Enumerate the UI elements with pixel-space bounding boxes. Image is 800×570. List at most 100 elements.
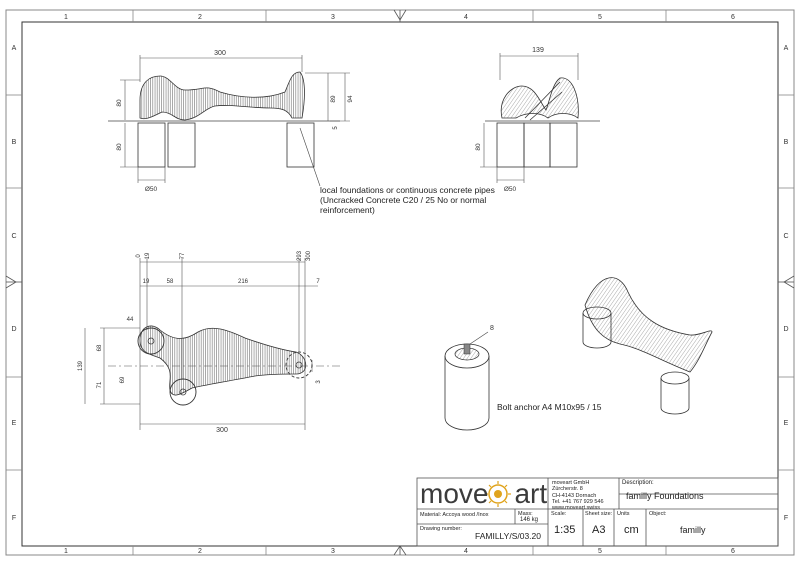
title-block-grid <box>416 477 779 547</box>
centering-marks <box>5 9 795 556</box>
col-label-5-bottom: 5 <box>598 548 602 555</box>
foundation-plan-left <box>137 327 165 355</box>
dim-plan-left-68: 68 <box>97 344 103 351</box>
bench-profile-side <box>500 77 579 119</box>
bolt-anchor-note: Bolt anchor A4 M10x95 / 15 <box>497 402 602 412</box>
scale-value: 1:35 <box>554 524 576 536</box>
col-label-3-bottom: 3 <box>331 548 335 555</box>
dim-plan-top-77: 77 <box>180 252 186 259</box>
plan-view: 0 19 77 293 300 19 58 216 7 44 68 139 71… <box>78 250 340 434</box>
units-label: Units <box>617 511 630 517</box>
col-label-6-bottom: 6 <box>731 548 735 555</box>
dim-front-right-height: 89 <box>330 95 337 103</box>
zone-ticks <box>6 10 794 555</box>
company-city: CH-4143 Dornach <box>552 492 597 499</box>
foundation-note-line-3: reinforcement) <box>320 205 375 215</box>
dim-plan-top-19: 19 <box>145 252 151 259</box>
dim-plan-left-44: 44 <box>127 317 134 323</box>
row-label-e-right: E <box>784 420 789 427</box>
row-label-d: D <box>11 326 16 333</box>
col-label-3: 3 <box>331 14 335 21</box>
dim-front-width: 300 <box>214 50 226 57</box>
row-label-f-right: F <box>784 515 788 522</box>
dim-front-left-height: 80 <box>116 99 123 107</box>
bolt-anchor-detail: 8 <box>444 325 494 431</box>
bench-profile-front <box>139 71 305 121</box>
col-label-2-bottom: 2 <box>198 548 202 555</box>
company-street: Zürcherstr. 8 <box>552 486 583 493</box>
inner-frame <box>21 21 779 547</box>
company-website: www.moveart.swiss <box>552 505 600 512</box>
row-label-b: B <box>12 139 17 146</box>
foundation-middle-front <box>167 122 196 168</box>
dim-plan-top-293: 293 <box>297 250 303 261</box>
dim-plan-seg-19: 19 <box>143 279 150 285</box>
sheet-size-value: A3 <box>592 524 606 536</box>
row-label-e: E <box>12 420 17 427</box>
bench-plan-outline <box>139 325 307 396</box>
row-label-c-right: C <box>783 233 788 240</box>
drawing-number-value: FAMILLY/S/03.20 <box>475 531 541 541</box>
foundation-note-line-2: (Uncracked Concrete C20 / 25 No or norma… <box>320 195 487 205</box>
col-label-1: 1 <box>64 14 68 21</box>
zone-labels: 1 2 3 4 5 6 1 2 3 4 5 6 A B C D E F A B … <box>11 14 788 555</box>
isometric-view <box>582 277 713 415</box>
dim-side-foundation-height: 80 <box>475 143 482 151</box>
row-label-a-right: A <box>784 45 789 52</box>
foundation-plan-bottom <box>169 378 197 406</box>
col-label-5: 5 <box>598 14 602 21</box>
object-label: Object: <box>649 511 667 517</box>
dim-plan-seg-216: 216 <box>238 279 249 285</box>
bolt-dim-label: 8 <box>490 325 494 332</box>
dim-plan-seg-7: 7 <box>316 279 320 285</box>
row-label-f: F <box>12 515 16 522</box>
sheet-size-label: Sheet size: <box>585 511 613 517</box>
dim-plan-width: 300 <box>216 427 228 434</box>
col-label-4-bottom: 4 <box>464 548 468 555</box>
foundation-note: local foundations or continuous concrete… <box>320 185 495 215</box>
dim-plan-left-71: 71 <box>97 381 103 388</box>
mass-value: 146 kg <box>520 517 539 523</box>
description-label: Description: <box>622 480 654 486</box>
company-address: moveart GmbH Zürcherstr. 8 CH-4143 Dorna… <box>552 480 604 511</box>
dim-plan-left-139: 139 <box>78 360 84 371</box>
units-value: cm <box>624 524 639 536</box>
dim-plan-seg-58: 58 <box>167 279 174 285</box>
front-view: 300 80 89 94 5 80 Ø50 <box>108 50 354 193</box>
dim-plan-right-3: 3 <box>316 380 322 384</box>
object-value: familly <box>680 525 706 535</box>
dim-front-foundation-height: 80 <box>116 143 123 151</box>
company-name: moveart GmbH <box>552 480 590 486</box>
logo-sun-icon <box>485 481 511 507</box>
description-value: familly Foundations <box>626 491 704 501</box>
dim-side-foundation-diameter: Ø50 <box>504 186 517 193</box>
col-label-4: 4 <box>464 14 468 21</box>
row-label-b-right: B <box>784 139 789 146</box>
foundation-note-leader <box>299 127 321 187</box>
row-label-a: A <box>12 45 17 52</box>
scale-label: Scale: <box>551 511 567 517</box>
drawing-number-label: Drawing number: <box>420 526 462 532</box>
side-view: 139 80 Ø50 <box>475 47 600 193</box>
dim-plan-left-69: 69 <box>120 376 126 383</box>
dim-plan-top-300: 300 <box>306 250 312 261</box>
col-label-1-bottom: 1 <box>64 548 68 555</box>
logo-text-move: move <box>420 478 489 509</box>
material-label: Material: Accoya wood /Inox <box>420 512 489 518</box>
company-phone: Tel. +41 767 929 546 <box>552 498 604 505</box>
dim-front-foundation-diameter: Ø50 <box>145 186 158 193</box>
mass-label: Mass: <box>518 511 533 517</box>
foundation-left-front <box>137 122 166 168</box>
foundation-right-front <box>286 122 315 168</box>
foundation-middle-side <box>523 122 551 168</box>
outer-frame <box>5 9 795 556</box>
dim-plan-top-0: 0 <box>136 254 142 258</box>
dim-front-gap: 5 <box>333 126 339 130</box>
logo-text-art: art <box>514 478 548 509</box>
foundation-left-side <box>496 122 525 168</box>
foundation-note-line-1: local foundations or continuous concrete… <box>320 185 495 195</box>
col-label-6: 6 <box>731 14 735 21</box>
